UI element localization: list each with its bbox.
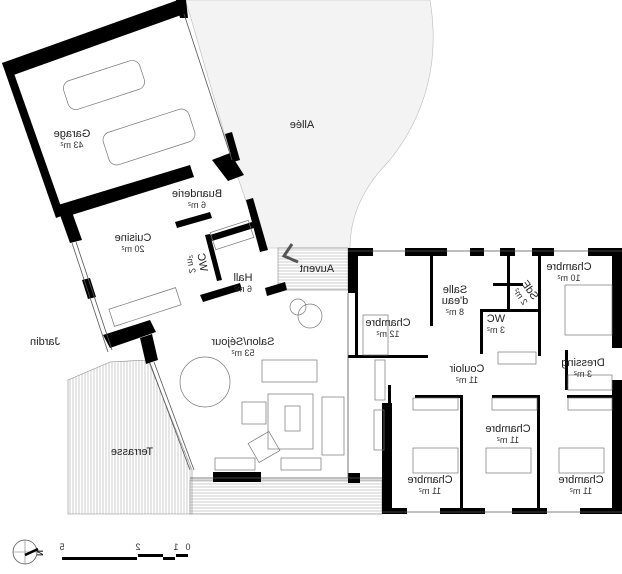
room-name: WC: [487, 313, 505, 325]
auvent-deck: [277, 247, 349, 291]
room-name: Couloir: [449, 363, 484, 375]
room-name: Chambre: [558, 474, 603, 486]
scale-tick-label: 5: [59, 542, 64, 552]
room-area: 3 m²: [487, 325, 505, 335]
room-name: Chambre: [485, 423, 530, 435]
bedroom-wing-outline: [347, 250, 622, 513]
furniture: [63, 60, 613, 474]
room-name: Chambre: [365, 317, 410, 329]
room-name: WC: [194, 252, 209, 272]
allee-area: [184, 0, 434, 249]
room-label-wc-2: WC3 m²: [487, 313, 505, 335]
room-name: Buanderie: [172, 188, 222, 200]
room-area: 8 m²: [446, 307, 464, 317]
room-area: 43 m²: [60, 140, 83, 150]
room-area: 53 m²: [231, 348, 254, 358]
entrance-arrow-icon: [281, 243, 299, 264]
room-name: Dressing: [561, 357, 604, 369]
room-area: 12 m²: [376, 329, 399, 339]
room-label-terrasse: Terrasse: [111, 446, 153, 458]
room-area: 11 m²: [570, 486, 592, 496]
scale-tick-label: 0: [185, 542, 190, 552]
room-name: Salle: [443, 284, 467, 296]
room-label-allee: Allée: [290, 119, 314, 131]
kitchen-wing-glazing: [71, 13, 382, 479]
room-name: d'eau: [442, 295, 469, 307]
room-area: 2 m²: [185, 255, 198, 274]
north-label: N: [36, 550, 45, 556]
room-name: Garage: [54, 128, 91, 140]
north-arrow-icon: N: [12, 539, 45, 565]
room-name: Chambre: [546, 261, 591, 273]
room-area: 10 m²: [557, 273, 580, 283]
garage-walls: [2, 0, 244, 218]
bedroom-wing-walls: [348, 248, 622, 514]
room-area: 11 m²: [456, 375, 478, 385]
scale-tick-label: 1: [173, 542, 178, 552]
terrasse-deck-front: [189, 479, 383, 515]
room-name: Hall: [234, 272, 253, 284]
room-name: Jardin: [30, 336, 60, 348]
room-area: 11 m²: [419, 486, 441, 496]
room-area: 3 m²: [574, 369, 592, 379]
terrasse-deck: [67, 359, 193, 515]
room-label-auvent: Auvent: [300, 263, 334, 275]
room-name: Auvent: [300, 263, 334, 275]
room-label-jardin: Jardin: [30, 336, 60, 348]
room-name: Chambre: [407, 474, 452, 486]
room-name: Cuisine: [115, 232, 152, 244]
room-name: Terrasse: [111, 446, 153, 458]
room-area: 20 m²: [121, 244, 144, 254]
room-label-wc-1: WC2 m²: [185, 252, 210, 274]
room-area: 11 m²: [497, 435, 519, 445]
room-area: 6 m²: [188, 200, 206, 210]
room-name: Allée: [290, 119, 314, 131]
room-name: Salon/Séjour: [211, 336, 274, 348]
scale-tick-label: 2: [135, 542, 140, 552]
room-area: 6 m²: [234, 284, 252, 294]
scale-bar: 01 2 5: [59, 542, 191, 560]
